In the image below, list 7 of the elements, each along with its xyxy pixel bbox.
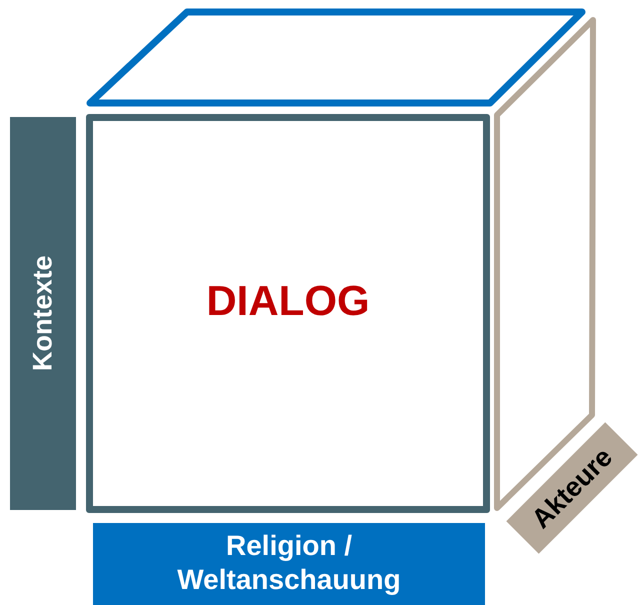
label-bar: [10, 117, 76, 510]
bar-label: Religion / Weltanschauung: [176, 529, 402, 596]
bar-label: Kontexte: [26, 256, 59, 372]
parallelogram-face: [86, 8, 586, 106]
label-bar: [93, 523, 485, 605]
title-text: DIALOG: [206, 276, 370, 324]
front-face-box: [86, 114, 490, 513]
